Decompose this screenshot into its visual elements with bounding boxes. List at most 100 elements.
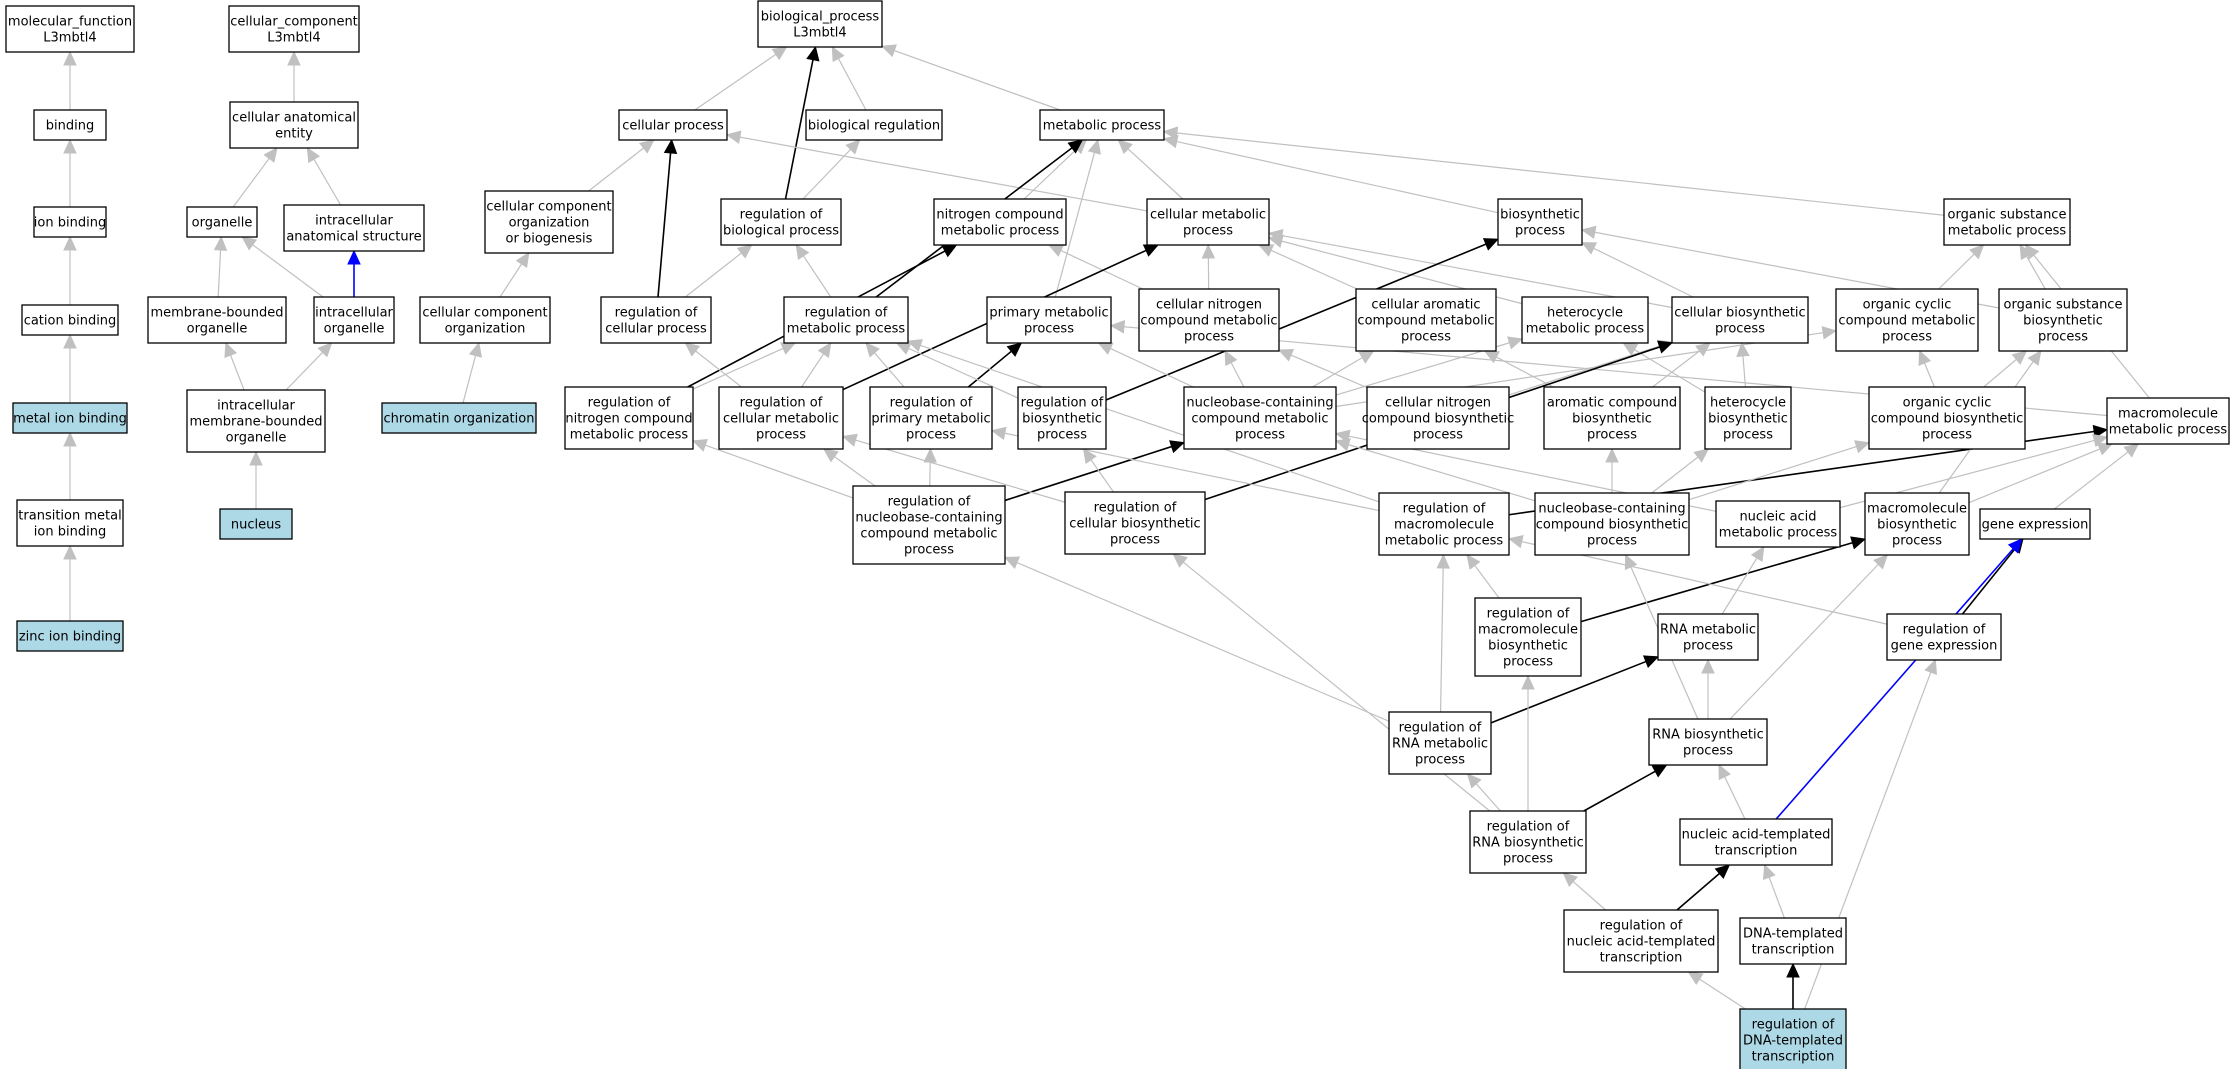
go-term-node[interactable]: metabolic process: [1039, 109, 1165, 141]
go-term-node[interactable]: binding: [33, 109, 107, 141]
node-label-line: biological regulation: [808, 119, 940, 134]
node-label-line: compound metabolic: [1838, 314, 1975, 329]
edge-is-a: [841, 433, 1066, 503]
node-label-line: organelle: [192, 216, 253, 231]
go-term-node[interactable]: gene expression: [1979, 508, 2091, 540]
edge-line: [1572, 881, 1607, 911]
edge-arrowhead: [906, 339, 923, 352]
edge-line: [1176, 132, 1945, 216]
edge-is-a: [1436, 553, 1450, 713]
node-label-line: compound metabolic: [1191, 412, 1328, 427]
go-term-node[interactable]: nucleus: [219, 508, 293, 540]
node-box: [1474, 597, 1582, 677]
edge-arrowhead: [1736, 341, 1750, 358]
edge-is-a: [684, 342, 742, 388]
edge-is-a: [1521, 674, 1535, 811]
edge-is-a: [1605, 447, 1619, 493]
node-label-line: metabolic process: [1948, 224, 2067, 239]
edge-line: [1475, 783, 1501, 812]
edge-arrowhead: [663, 138, 678, 155]
go-term-node[interactable]: cellular process: [618, 109, 728, 141]
go-term-node[interactable]: metal ion binding: [12, 402, 128, 434]
edge-is-a: [1466, 773, 1501, 812]
edge-part-of: [347, 249, 361, 297]
edge-arrowhead: [841, 433, 858, 447]
go-term-node[interactable]: cation binding: [21, 304, 119, 336]
edge-line: [855, 439, 1066, 503]
edge-arrowhead: [1162, 135, 1179, 149]
go-term-node[interactable]: regulation ofnucleobase-containingcompou…: [852, 485, 1006, 565]
go-term-node[interactable]: biological regulation: [805, 109, 943, 141]
edge-arrowhead: [63, 544, 77, 560]
node-box: [1739, 917, 1847, 965]
go-term-node[interactable]: chromatin organization: [381, 402, 537, 434]
node-label-line: biosynthetic: [1022, 412, 1102, 427]
node-label-line: process: [756, 428, 806, 443]
node-box: [720, 198, 842, 246]
go-term-node[interactable]: organelle: [186, 206, 258, 238]
go-term-node[interactable]: zinc ion binding: [16, 620, 124, 652]
node-box: [1657, 613, 1759, 661]
node-label-line: metabolic process: [941, 224, 1060, 239]
edge-arrowhead: [2092, 424, 2109, 439]
edge-is-a: [1162, 135, 1499, 214]
edge-arrowhead: [1687, 971, 1704, 986]
go-term-node[interactable]: ion binding: [33, 206, 107, 238]
edge-is-a: [287, 50, 301, 102]
go-term-node[interactable]: regulation ofmacromoleculebiosyntheticpr…: [1474, 597, 1582, 677]
edge-is-a: [684, 244, 753, 298]
edge-line: [1580, 541, 1853, 623]
edge-arrowhead: [771, 46, 788, 61]
